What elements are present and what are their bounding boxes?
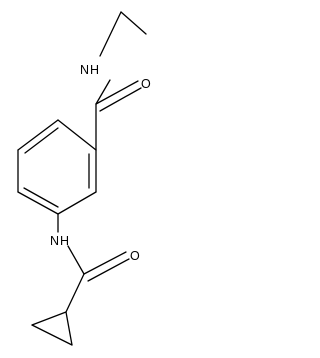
bond-ethyl-ch2-n	[99, 11, 122, 57]
atom-label-o-bottom: O	[130, 249, 140, 263]
atom-label-h-bottom: H	[60, 234, 69, 248]
bond-cyclopropyl-2	[31, 324, 73, 346]
bond-carbonyl-cyclopropyl	[65, 273, 85, 313]
bond-nh-carbonyl-bottom	[67, 245, 85, 275]
bond-ring-1	[57, 119, 97, 151]
bond-carbonyl-top-o-a	[95, 80, 139, 105]
atom-labels: N H O N H O	[50, 63, 151, 263]
bond-ring-inner-2	[23, 187, 59, 208]
bond-ring-inner-1	[24, 127, 59, 154]
atom-label-n-top: N	[80, 63, 89, 77]
bond-cyclopropyl-1	[31, 311, 67, 326]
bond-ring-5	[57, 191, 97, 215]
bond-carbonyl-bottom-o-b	[87, 258, 130, 282]
atom-label-o-top: O	[141, 77, 151, 91]
bonds	[17, 11, 147, 346]
bond-nh-carbonyl-top	[95, 79, 111, 105]
bond-ring-4	[17, 191, 59, 215]
atom-label-h-top: H	[90, 63, 99, 77]
bond-cyclopropyl-3	[65, 311, 73, 346]
structure-canvas: N H O N H O	[17, 11, 151, 346]
bond-ring-2	[17, 119, 59, 151]
atom-label-n-bottom: N	[50, 234, 59, 248]
bond-ethyl-ch3-ch2	[120, 11, 147, 35]
bond-carbonyl-bottom-o-a	[83, 251, 127, 275]
bond-carbonyl-top-o-b	[99, 87, 142, 112]
